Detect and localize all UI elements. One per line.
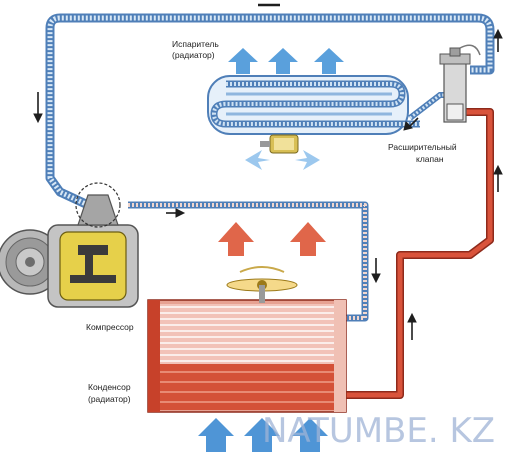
condenser xyxy=(147,299,347,413)
expansion-valve xyxy=(439,44,481,123)
liquid-line xyxy=(345,108,494,399)
evaporator-label-line1: Испаритель xyxy=(172,39,219,49)
cool-air-arrows xyxy=(228,48,344,74)
evaporator-coil xyxy=(207,75,460,135)
blower-icon xyxy=(260,134,299,154)
condenser-label-line2: (радиатор) xyxy=(88,394,131,404)
valve-label-line1: Расширительный xyxy=(388,142,457,152)
discharge-line xyxy=(128,201,369,322)
condenser-label-line1: Конденсор xyxy=(88,382,131,392)
evaporator-label-line2: (радиатор) xyxy=(172,50,215,60)
compressor xyxy=(0,182,139,308)
suction-line xyxy=(45,13,495,210)
watermark: NATUMBE. KZ xyxy=(262,411,495,451)
compressor-label: Компрессор xyxy=(86,322,134,332)
arrow-icon xyxy=(33,3,503,340)
ambient-air-arrows xyxy=(198,418,328,452)
hot-air-arrows xyxy=(218,222,326,256)
intake-air-arrows xyxy=(245,150,320,170)
valve-label-line2: клапан xyxy=(416,154,444,164)
fan-icon xyxy=(226,266,298,303)
